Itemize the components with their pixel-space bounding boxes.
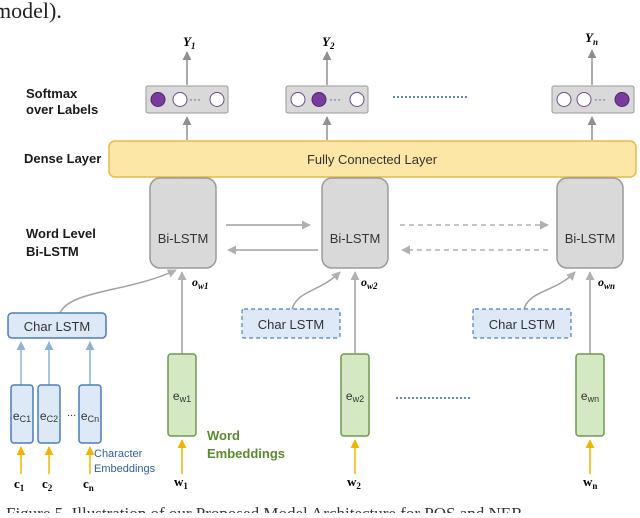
- bilstm-label-2: Bi-LSTM: [330, 231, 381, 246]
- char-embedding-box-2: [37, 384, 61, 444]
- char-embedding-box-n: [78, 384, 102, 444]
- char-lstm-box-2: [241, 308, 341, 339]
- label-node-icon: [576, 92, 592, 107]
- softmax-box-n: ···: [551, 85, 635, 114]
- output-label-n: Yn: [585, 30, 598, 47]
- bilstm-box-1: [149, 177, 217, 269]
- fully-connected-label: Fully Connected Layer: [307, 152, 438, 167]
- ellipsis-icon: ···: [594, 92, 606, 106]
- char-embeddings-label-line1: Character: [94, 448, 143, 460]
- label-node-active-icon: [311, 92, 327, 107]
- word-embedding-box-1: [167, 353, 197, 437]
- char-embeddings-label-line2: Embeddings: [94, 463, 156, 475]
- char-input-label-1: c1: [14, 476, 25, 493]
- fully-connected-layer: [108, 140, 637, 178]
- char-embedding-label-1: eC1: [13, 409, 31, 424]
- dense-layer-label: Dense Layer: [24, 151, 101, 166]
- char-ellipsis-icon: ...: [67, 407, 76, 419]
- arrow-charlstm-to-bilstm-2: [291, 271, 341, 310]
- output-label-1: Y1: [183, 34, 195, 51]
- softmax-box-2: ···: [285, 85, 369, 114]
- char-lstm-box-1: [7, 312, 107, 339]
- word-input-label-1: w1: [174, 474, 188, 491]
- header-fragment: model).: [0, 0, 62, 23]
- char-embedding-label-2: eC2: [40, 409, 58, 424]
- word-output-label-1: ow1: [192, 275, 209, 291]
- word-embedding-box-2: [340, 353, 370, 437]
- arrow-charlstm-to-bilstm-1: [59, 269, 177, 314]
- char-lstm-box-n: [472, 308, 572, 339]
- char-input-label-n: cn: [83, 476, 94, 493]
- softmax-label-line1: Softmax: [26, 86, 78, 101]
- label-node-icon: [209, 92, 225, 107]
- ellipsis-icon: ···: [189, 92, 201, 106]
- label-node-active-icon: [150, 92, 166, 107]
- char-input-label-2: c2: [42, 476, 53, 493]
- char-lstm-label-n: Char LSTM: [489, 317, 555, 332]
- word-embedding-label-2: ew2: [346, 389, 364, 404]
- label-node-icon: [556, 92, 572, 107]
- bilstm-box-n: [556, 177, 624, 269]
- char-embedding-box-1: [10, 384, 34, 444]
- word-level-label-line1: Word Level: [26, 226, 96, 241]
- figure-caption-fragment: Figure 5. Illustration of our Proposed M…: [6, 504, 523, 513]
- softmax-label-line2: over Labels: [26, 102, 98, 117]
- output-label-2: Y2: [322, 34, 335, 51]
- char-lstm-label-1: Char LSTM: [24, 319, 90, 334]
- bilstm-label-1: Bi-LSTM: [158, 231, 209, 246]
- bilstm-box-2: [321, 177, 389, 269]
- word-embeddings-label-line2: Embeddings: [207, 446, 285, 461]
- word-input-label-n: wn: [583, 474, 597, 491]
- word-output-label-2: ow2: [361, 275, 378, 291]
- arrow-charlstm-to-bilstm-n: [523, 271, 576, 310]
- word-embedding-label-n: ewn: [581, 389, 599, 404]
- word-input-label-2: w2: [347, 474, 361, 491]
- label-node-icon: [349, 92, 365, 107]
- word-embedding-label-1: ew1: [173, 389, 191, 404]
- word-embedding-box-n: [575, 353, 605, 437]
- label-node-active-icon: [614, 92, 630, 107]
- label-node-icon: [290, 92, 306, 107]
- char-lstm-label-2: Char LSTM: [258, 317, 324, 332]
- ellipsis-icon: ···: [329, 92, 341, 106]
- softmax-box-1: ···: [145, 85, 229, 114]
- label-node-icon: [172, 92, 188, 107]
- char-embedding-label-n: eCn: [81, 409, 99, 424]
- bilstm-label-n: Bi-LSTM: [565, 231, 616, 246]
- word-level-label-line2: Bi-LSTM: [26, 244, 79, 259]
- word-embeddings-label-line1: Word: [207, 428, 240, 443]
- word-output-label-n: own: [598, 275, 615, 291]
